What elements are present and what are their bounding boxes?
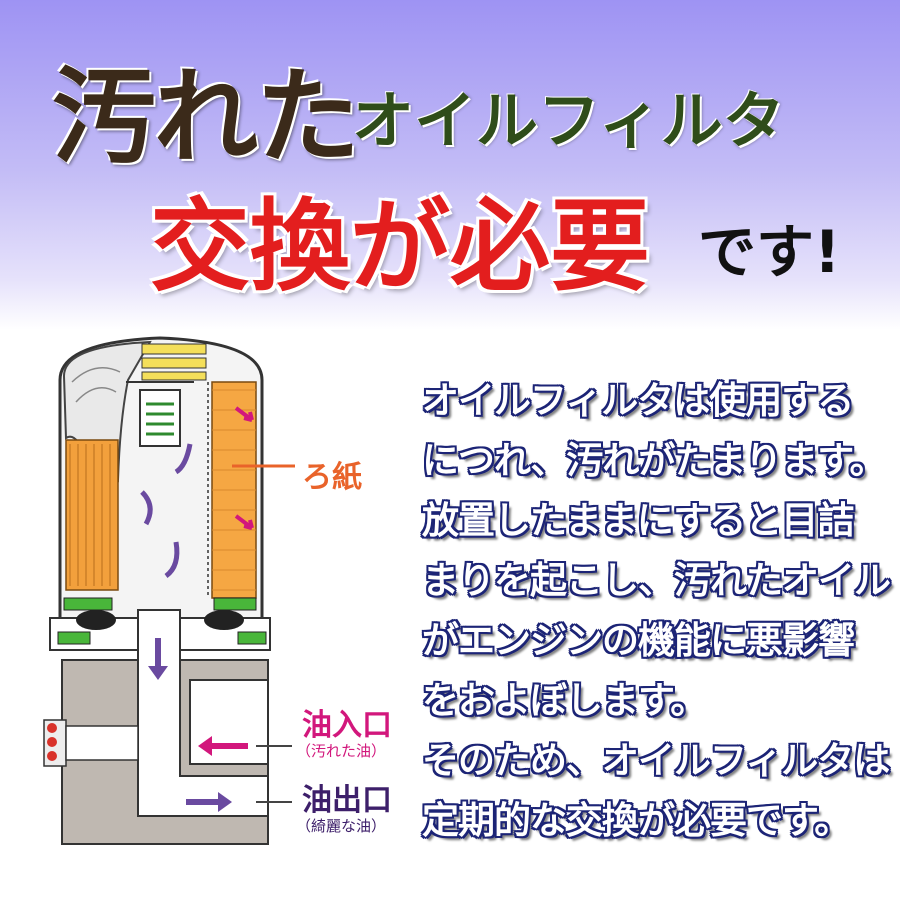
gasket-left xyxy=(76,610,116,630)
flow-arrow xyxy=(164,541,180,579)
headline-oil-filter: オイルフィルタ xyxy=(352,84,785,157)
headline-replacement-needed: 交換が必要 xyxy=(150,188,650,305)
headline-dirty: 汚れた xyxy=(52,56,360,178)
headline-desu: です! xyxy=(698,218,841,286)
explanation-line: そのため、オイルフィルタは xyxy=(422,739,890,782)
oil-outlet-label: 油出口 xyxy=(302,783,392,818)
filter-paper-label: ろ紙 xyxy=(302,460,362,495)
explanation-line: 定期的な交換が必要です。 xyxy=(422,799,851,842)
outlet-passage xyxy=(137,609,269,817)
oil-inlet-label: 油入口 xyxy=(302,708,392,743)
explanation-line: につれ、汚れがたまります。 xyxy=(422,439,887,482)
relief-valve xyxy=(139,389,181,447)
explanation-line: がエンジンの機能に悪影響 xyxy=(422,619,855,662)
gasket-right xyxy=(204,610,244,630)
flow-arrow xyxy=(174,443,193,475)
headline-top: 汚れた オイルフィルタ xyxy=(52,32,872,178)
explanation-line: をおよぼします。 xyxy=(422,679,707,722)
explanation-line: オイルフィルタは使用する xyxy=(422,379,854,422)
oil-filter-cutaway-diagram xyxy=(43,336,295,845)
oil-outlet-note: （綺麗な油） xyxy=(296,817,387,835)
flow-arrow xyxy=(140,490,153,526)
explanation-line: 放置したままにすると目詰 xyxy=(422,499,854,542)
explanation-text: オイルフィルタは使用する につれ、汚れがたまります。 放置したままにすると目詰 … xyxy=(422,370,892,850)
oil-inlet-note: （汚れた油） xyxy=(296,742,387,760)
inlet-passage xyxy=(189,679,269,765)
explanation-line: まりを起こし、汚れたオイル xyxy=(422,559,891,602)
filter-paper-left xyxy=(65,439,119,591)
